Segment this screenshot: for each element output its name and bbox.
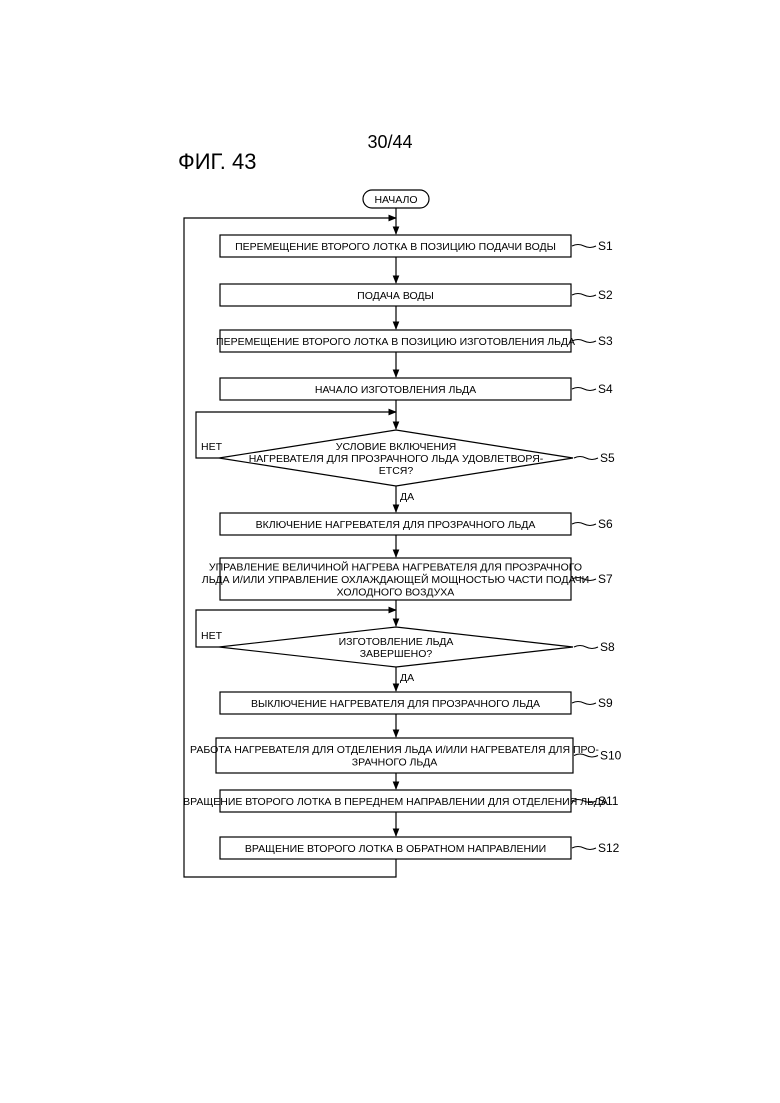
step-id-s7: S7 xyxy=(598,572,613,586)
process-text-s6: ВКЛЮЧЕНИЕ НАГРЕВАТЕЛЯ ДЛЯ ПРОЗРАЧНОГО ЛЬ… xyxy=(256,519,536,531)
process-text-s10: РАБОТА НАГРЕВАТЕЛЯ ДЛЯ ОТДЕЛЕНИЯ ЛЬДА И/… xyxy=(190,744,599,756)
decision-no-label-s8: НЕТ xyxy=(201,630,223,642)
step-leader-s8 xyxy=(574,646,598,649)
step-leader-s5 xyxy=(574,457,598,460)
step-leader-s4 xyxy=(572,388,596,391)
step-id-s1: S1 xyxy=(598,239,613,253)
decision-text-s8: ИЗГОТОВЛЕНИЕ ЛЬДА xyxy=(339,636,454,648)
decision-yes-label-s8: ДА xyxy=(400,672,414,684)
decision-text-s8: ЗАВЕРШЕНО? xyxy=(360,648,433,660)
decision-text-s5: ЕТСЯ? xyxy=(379,465,414,477)
process-text-s7: ХОЛОДНОГО ВОЗДУХА xyxy=(337,586,455,598)
step-leader-s3 xyxy=(572,340,596,343)
process-text-s1: ПЕРЕМЕЩЕНИЕ ВТОРОГО ЛОТКА В ПОЗИЦИЮ ПОДА… xyxy=(235,241,556,253)
start-label: НАЧАЛО xyxy=(374,194,417,206)
process-text-s7: УПРАВЛЕНИЕ ВЕЛИЧИНОЙ НАГРЕВА НАГРЕВАТЕЛЯ… xyxy=(209,560,582,573)
process-text-s9: ВЫКЛЮЧЕНИЕ НАГРЕВАТЕЛЯ ДЛЯ ПРОЗРАЧНОГО Л… xyxy=(251,698,540,710)
step-id-s2: S2 xyxy=(598,288,613,302)
step-leader-s2 xyxy=(572,294,596,297)
step-leader-s1 xyxy=(572,245,596,248)
step-id-s6: S6 xyxy=(598,517,613,531)
process-text-s11: ВРАЩЕНИЕ ВТОРОГО ЛОТКА В ПЕРЕДНЕМ НАПРАВ… xyxy=(183,796,608,808)
decision-text-s5: УСЛОВИЕ ВКЛЮЧЕНИЯ xyxy=(336,441,456,453)
step-id-s3: S3 xyxy=(598,334,613,348)
step-id-s9: S9 xyxy=(598,696,613,710)
step-leader-s9 xyxy=(572,702,596,705)
process-text-s4: НАЧАЛО ИЗГОТОВЛЕНИЯ ЛЬДА xyxy=(315,384,476,396)
step-id-s10: S10 xyxy=(600,749,622,763)
decision-no-label-s5: НЕТ xyxy=(201,441,223,453)
step-leader-s6 xyxy=(572,523,596,526)
process-text-s10: ЗРАЧНОГО ЛЬДА xyxy=(352,757,437,769)
step-id-s11: S11 xyxy=(598,794,619,808)
decision-text-s5: НАГРЕВАТЕЛЯ ДЛЯ ПРОЗРАЧНОГО ЛЬДА УДОВЛЕТ… xyxy=(249,453,544,465)
process-text-s7: ЛЬДА И/ИЛИ УПРАВЛЕНИЕ ОХЛАЖДАЮЩЕЙ МОЩНОС… xyxy=(202,573,589,586)
decision-yes-label-s5: ДА xyxy=(400,491,414,503)
step-id-s4: S4 xyxy=(598,382,613,396)
step-id-s5: S5 xyxy=(600,451,615,465)
step-leader-s12 xyxy=(572,847,596,850)
process-text-s2: ПОДАЧА ВОДЫ xyxy=(357,290,434,302)
process-text-s12: ВРАЩЕНИЕ ВТОРОГО ЛОТКА В ОБРАТНОМ НАПРАВ… xyxy=(245,843,546,855)
step-id-s8: S8 xyxy=(600,640,615,654)
process-text-s3: ПЕРЕМЕЩЕНИЕ ВТОРОГО ЛОТКА В ПОЗИЦИЮ ИЗГО… xyxy=(216,336,575,348)
step-id-s12: S12 xyxy=(598,841,620,855)
